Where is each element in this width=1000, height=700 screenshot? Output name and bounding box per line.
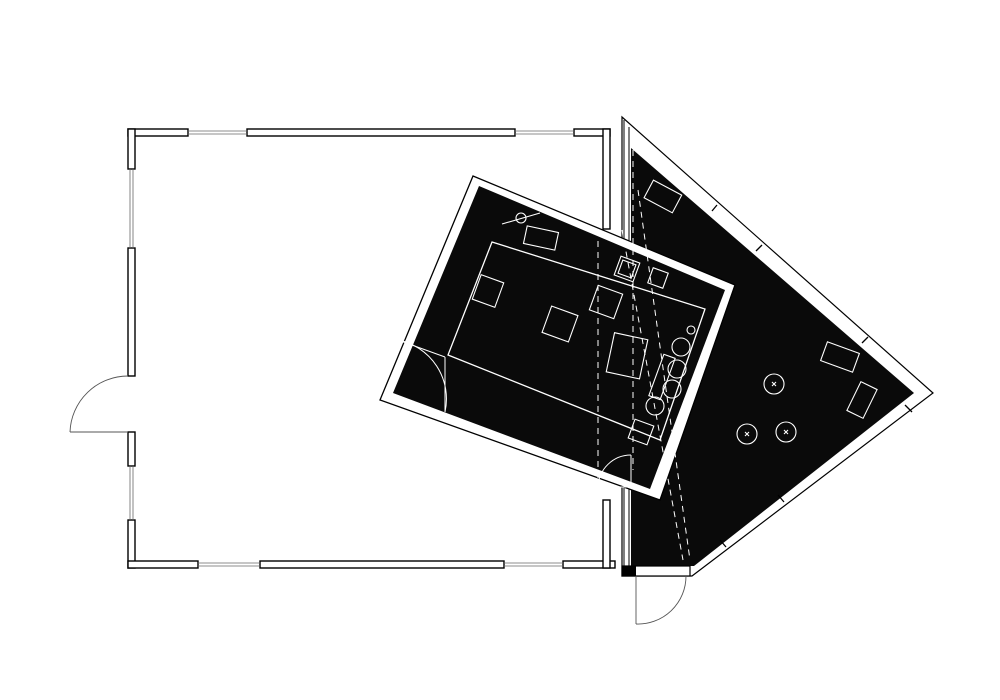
- armchair-icon: [471, 273, 505, 309]
- inner-door-bottom: [597, 454, 632, 488]
- cube-stool-icon: [627, 418, 655, 446]
- table-icon: [613, 255, 641, 283]
- round-stool-icon: [667, 359, 687, 379]
- left-room-walls: [127, 128, 616, 569]
- wall-segment: [602, 499, 611, 569]
- wall-segment: [127, 128, 189, 137]
- desk-chair-icon: [501, 212, 541, 225]
- furniture: [471, 179, 878, 446]
- round-stool-icon: [645, 396, 665, 416]
- round-stool-icon: [662, 379, 682, 399]
- desk-chair-icon: [686, 325, 696, 335]
- arrow-room-floor: [631, 148, 914, 566]
- round-stool-icon: [763, 373, 785, 395]
- round-stool-icon: [671, 337, 691, 357]
- wall-segment: [127, 560, 199, 569]
- armchair-icon: [846, 380, 878, 420]
- wall-segment: [602, 128, 611, 230]
- armchair-icon: [522, 225, 560, 251]
- sofa-icon: [819, 341, 861, 373]
- cube-stool-icon: [647, 267, 669, 289]
- dashed-overhead-lines: [597, 150, 691, 561]
- cube-stool-icon: [588, 284, 624, 320]
- wall-segment: [246, 128, 516, 137]
- round-stool-icon: [775, 421, 797, 443]
- built-in-outline: [447, 241, 706, 441]
- sofa-icon: [643, 179, 683, 214]
- table-icon: [648, 353, 676, 401]
- wall-segment: [259, 560, 505, 569]
- armchair-icon: [605, 332, 649, 380]
- inner-door-left: [397, 339, 447, 413]
- bottom-entrance-door: [635, 575, 687, 625]
- cube-stool-icon: [541, 305, 579, 343]
- wall-segment: [562, 560, 616, 569]
- wall-segment: [127, 128, 136, 170]
- left-entrance-door: [69, 375, 129, 433]
- round-stool-icon: [736, 423, 758, 445]
- wall-segment: [127, 247, 136, 377]
- arrow-room-window-marks: [711, 204, 913, 548]
- left-room-windows: [129, 130, 574, 567]
- rotated-room-floor: [393, 186, 725, 489]
- wall-segment: [127, 431, 136, 467]
